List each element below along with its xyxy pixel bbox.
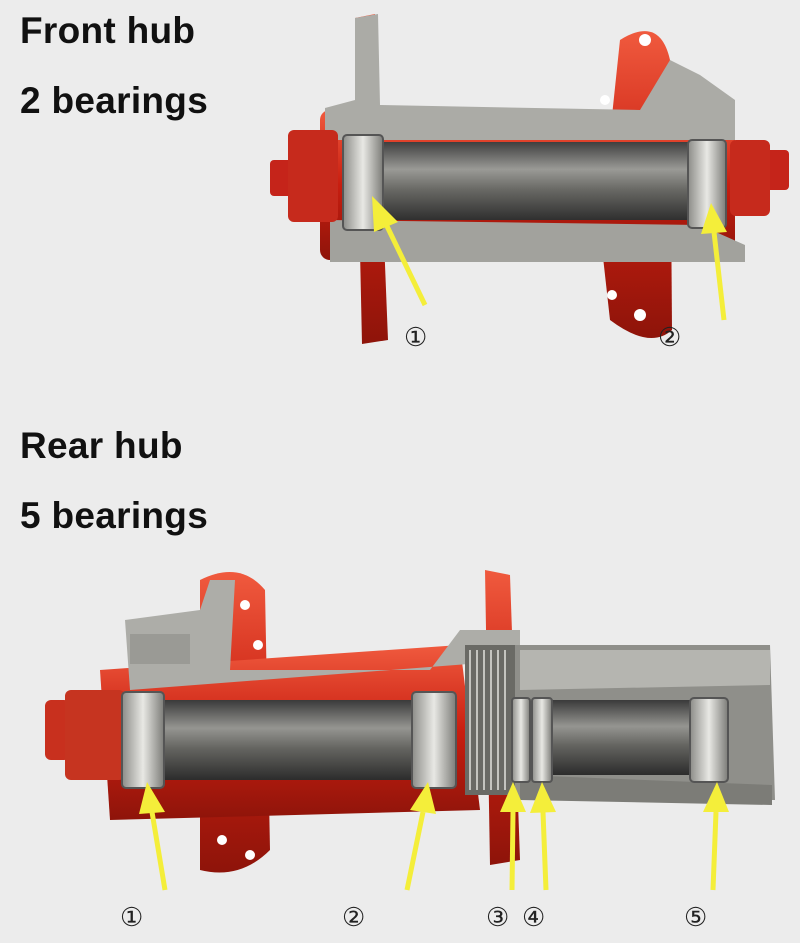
rear-marker-2: ② — [342, 903, 365, 933]
rear-arrow-2 — [404, 782, 436, 891]
rear-hub-title: Rear hub — [20, 425, 183, 466]
rear-bearing-4 — [531, 697, 553, 783]
rear-arrow-3 — [500, 782, 526, 891]
rear-axle-right — [540, 700, 700, 775]
front-marker-1: ① — [404, 323, 427, 353]
rear-hub-subtitle: 5 bearings — [20, 495, 209, 536]
rear-arrow-1 — [139, 782, 168, 891]
front-axle — [380, 142, 690, 220]
rear-marker-5: ⑤ — [684, 903, 707, 933]
front-arrow-1 — [372, 196, 428, 307]
rear-hub-illustration: ① ② ③ ④ ⑤ — [45, 570, 775, 933]
rear-marker-4: ④ — [522, 903, 545, 933]
rear-axle — [160, 700, 420, 780]
front-marker-2: ② — [658, 323, 681, 353]
rear-arrow-5 — [703, 782, 729, 891]
rear-marker-3: ③ — [486, 903, 509, 933]
front-hub-subtitle: 2 bearings — [20, 80, 209, 121]
rear-bearing-2 — [411, 691, 457, 789]
front-hub-illustration: ① ② — [270, 14, 789, 353]
front-bearing-2 — [687, 139, 727, 229]
front-hub-title: Front hub — [20, 10, 196, 51]
rear-bearing-5 — [689, 697, 729, 783]
rear-marker-1: ① — [120, 903, 143, 933]
rear-bearing-3 — [511, 697, 531, 783]
rear-arrow-4 — [530, 782, 556, 891]
rear-bearing-1 — [121, 691, 165, 789]
front-arrow-2 — [701, 203, 727, 321]
